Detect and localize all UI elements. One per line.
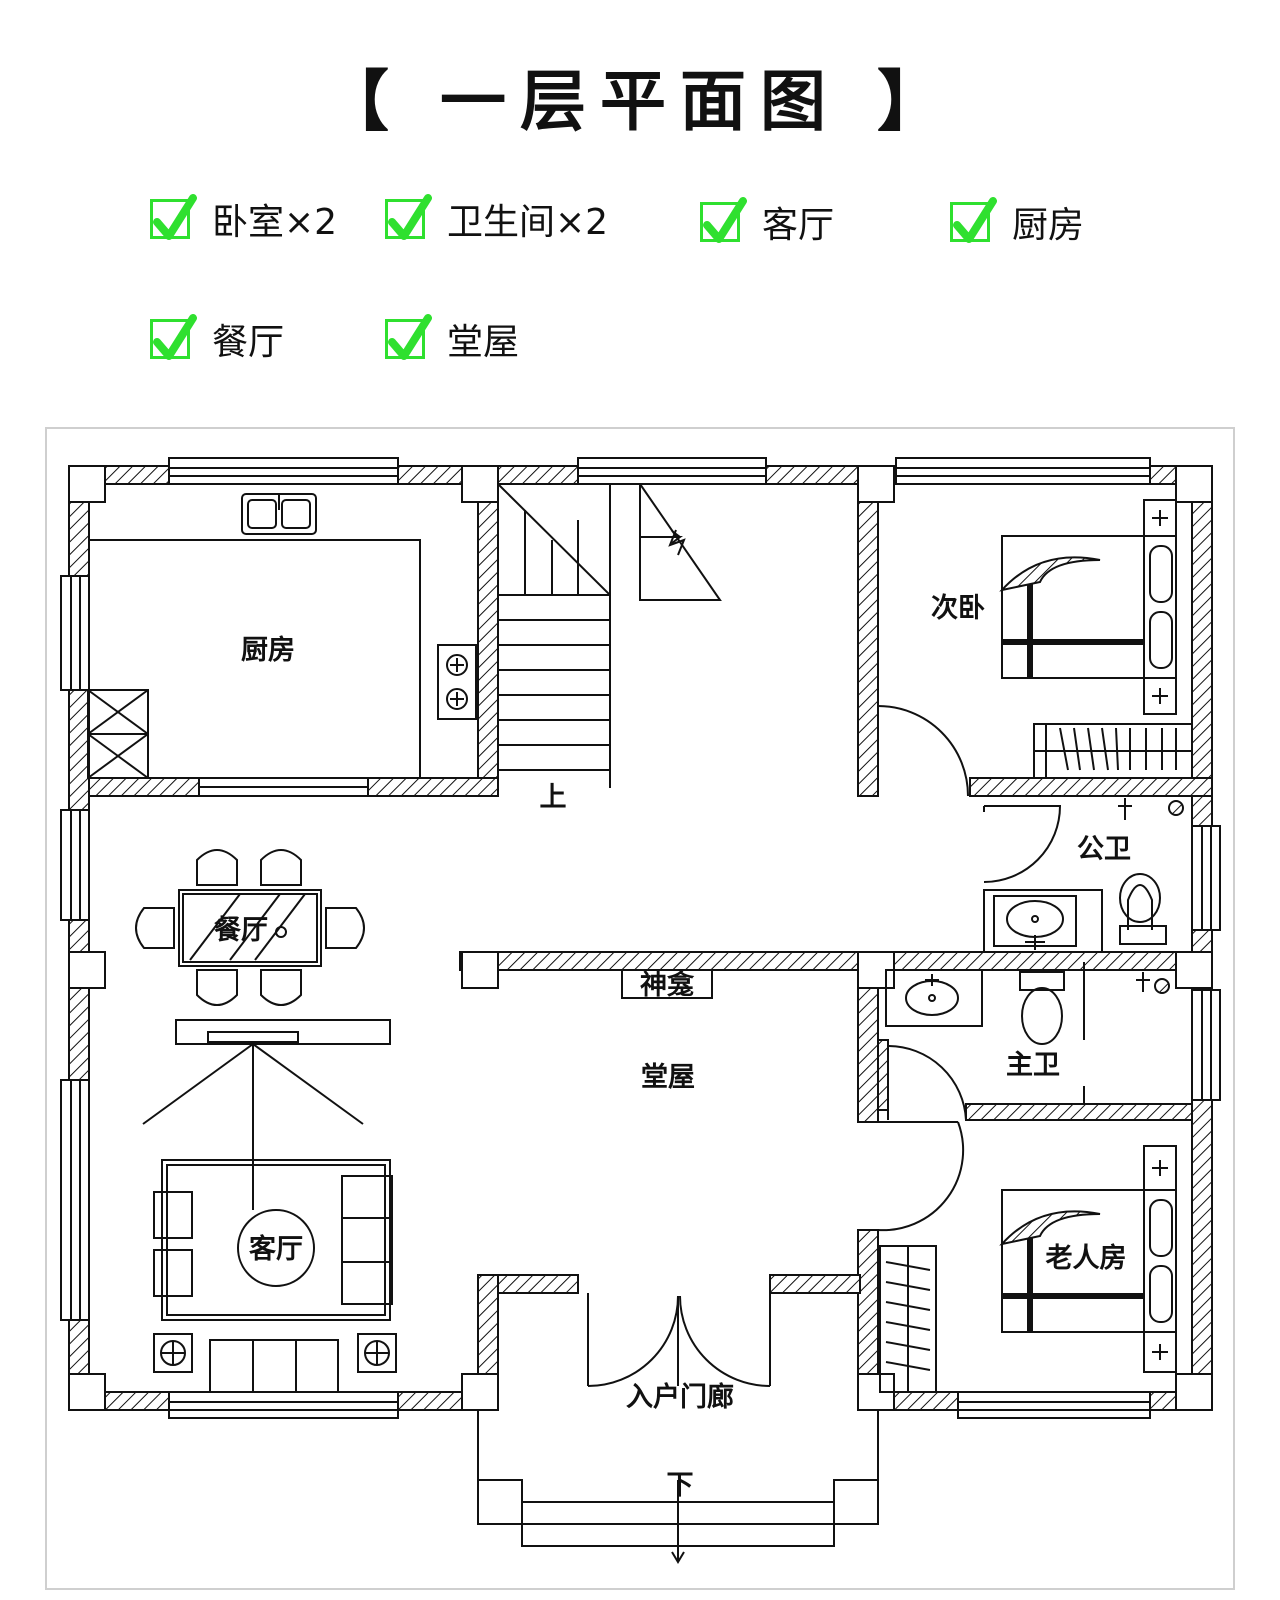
public-bath-label: 公卫 [1077,834,1131,865]
checklist-label: 客厅 [762,205,835,246]
room-checklist: 卧室×2 卫生间×2 客厅 厨房 餐厅 堂屋 [0,0,1280,400]
bedroom2-fixtures [877,499,1193,797]
dining-label: 餐厅 [214,915,268,946]
shrine-label: 神龛 [640,969,695,1001]
hall-label: 堂屋 [641,1062,695,1093]
columns [68,465,1213,1525]
stairs-up-label: 上 [540,782,567,813]
kitchen-fixtures [87,493,477,779]
staircase [497,483,722,788]
kitchen-label: 厨房 [241,635,295,666]
checklist-label: 堂屋 [447,322,520,363]
shrine-box [621,969,713,999]
living-label: 客厅 [249,1233,303,1265]
entry-porch [477,1293,879,1564]
checklist-label: 餐厅 [212,322,285,363]
master-bath-fixtures [885,962,1170,1121]
checklist-label: 厨房 [1012,205,1085,246]
elder-room-label: 老人房 [1046,1243,1127,1274]
checkmark-icon [700,197,747,243]
checklist-label: 卫生间×2 [447,202,609,243]
steps-down-label: 下 [667,1470,694,1501]
elder-room-fixtures [879,1145,1177,1393]
checklist-item-kitchen: 厨房 [950,196,1084,248]
checklist-item-bathroom: 卫生间×2 [385,193,608,245]
checklist-label: 卧室×2 [212,202,338,243]
checklist-item-living: 客厅 [700,196,834,248]
floor-plan-frame [45,427,1235,1590]
page-title: 【 一层平面图 】 [323,63,957,140]
dining-set [135,849,391,1210]
public-bath-fixtures [983,798,1184,953]
checklist-item-dining: 餐厅 [150,313,284,365]
checkmark-icon [385,314,432,360]
master-bath-label: 主卫 [1006,1050,1060,1081]
checkmark-icon [150,314,197,360]
checklist-item-bedroom: 卧室×2 [150,193,337,245]
checkmark-icon [150,194,197,240]
checklist-item-hall: 堂屋 [385,313,519,365]
checkmark-icon [950,197,997,243]
checkmark-icon [385,194,432,240]
porch-label: 入户门廊 [626,1381,734,1413]
living-room-set [153,1159,397,1393]
bedroom2-label: 次卧 [931,593,985,624]
hall-door [877,1121,965,1232]
walls [68,465,1213,1411]
